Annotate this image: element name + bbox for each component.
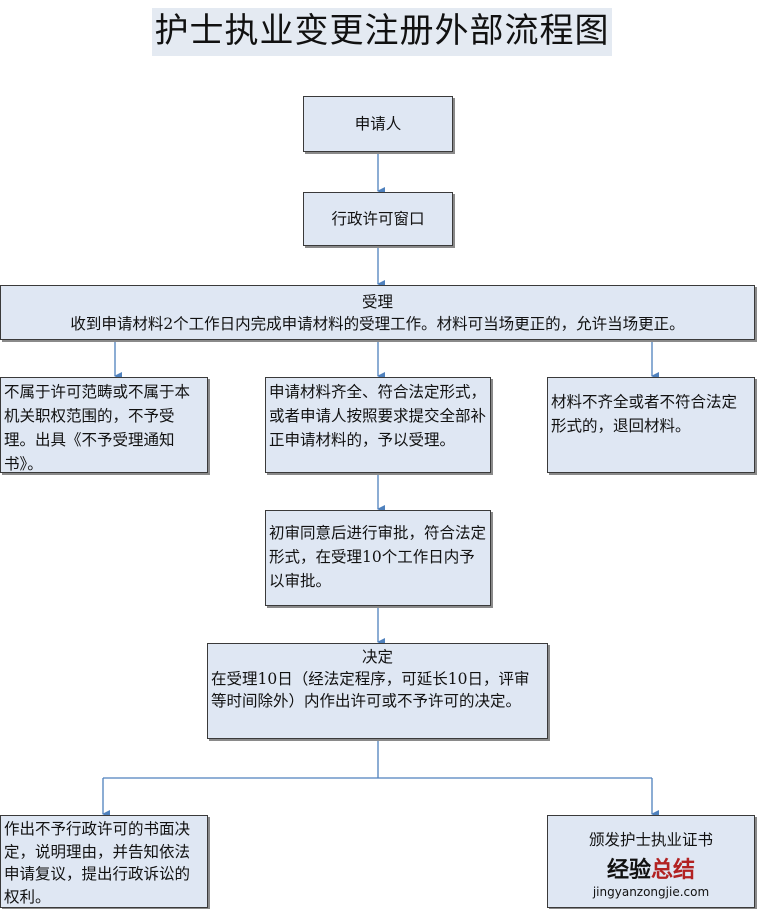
node-window: 行政许可窗口: [303, 192, 453, 246]
node-applicant: 申请人: [303, 96, 453, 152]
watermark-part2: 总结: [651, 858, 696, 883]
node-issue: 颁发护士执业证书: [547, 815, 755, 908]
node-reject: 不属于许可范畴或不属于本机关职权范围的，不予受理。出具《不予受理通知书》。: [0, 377, 208, 473]
node-decision: 决定 在受理10日（经法定程序，可延长10日，评审等时间除外）内作出许可或不予许…: [207, 643, 548, 739]
node-accept: 受理 收到申请材料2个工作日内完成申请材料的受理工作。材料可当场更正的，允许当场…: [0, 285, 755, 340]
node-review: 初审同意后进行审批，符合法定形式，在受理10个工作日内予以审批。: [265, 510, 491, 606]
watermark-part1: 经验: [606, 858, 651, 883]
node-reject-text: 不属于许可范畴或不属于本机关职权范围的，不予受理。出具《不予受理通知书》。: [4, 383, 191, 473]
node-review-text: 初审同意后进行审批，符合法定形式，在受理10个工作日内予以审批。: [269, 524, 487, 590]
node-applicant-text: 申请人: [354, 115, 402, 133]
node-accept-text: 收到申请材料2个工作日内完成申请材料的受理工作。材料可当场更正的，允许当场更正。: [70, 314, 685, 333]
page-title: 护士执业变更注册外部流程图: [152, 8, 612, 56]
node-decision-text: 在受理10日（经法定程序，可延长10日，评审等时间除外）内作出许可或不予许可的决…: [211, 670, 530, 710]
watermark: 经验总结 jingyanzongjie.com: [547, 858, 755, 900]
watermark-url: jingyanzongjie.com: [592, 885, 710, 899]
connector-decision-branch: [103, 738, 652, 779]
node-complete-text: 申请材料齐全、符合法定形式，或者申请人按照要求提交全部补正申请材料的，予以受理。: [269, 383, 487, 449]
node-window-text: 行政许可窗口: [331, 210, 425, 228]
node-accept-title: 受理: [361, 292, 393, 311]
node-issue-text: 颁发护士执业证书: [588, 831, 713, 849]
node-complete: 申请材料齐全、符合法定形式，或者申请人按照要求提交全部补正申请材料的，予以受理。: [265, 377, 491, 473]
node-deny: 作出不予行政许可的书面决定，说明理由，并告知依法申请复议，提出行政诉讼的权利。: [0, 815, 208, 908]
node-deny-text: 作出不予行政许可的书面决定，说明理由，并告知依法申请复议，提出行政诉讼的权利。: [4, 820, 191, 906]
node-return: 材料不齐全或者不符合法定形式的，退回材料。: [547, 377, 755, 473]
node-decision-title: 决定: [361, 648, 393, 666]
node-return-text: 材料不齐全或者不符合法定形式的，退回材料。: [551, 393, 738, 435]
